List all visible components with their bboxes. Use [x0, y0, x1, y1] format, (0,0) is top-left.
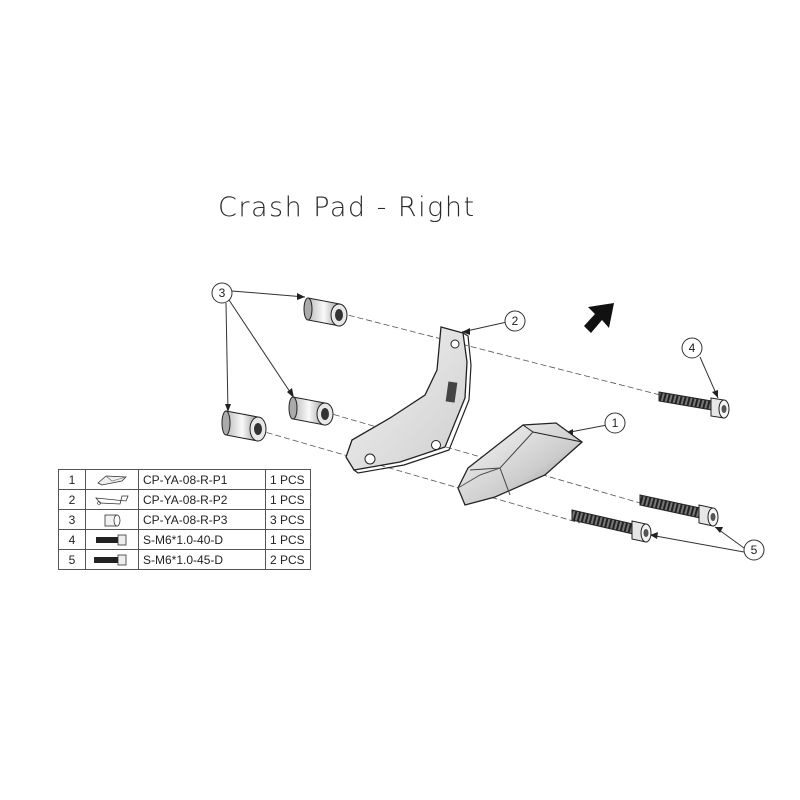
parts-list-table: 1 CP-YA-08-R-P1 1 PCS 2 CP-YA-08-R-P2 1 …: [58, 469, 311, 570]
table-row: 4 S-M6*1.0-40-D 1 PCS: [58, 529, 311, 550]
callout-1: 1: [604, 412, 626, 434]
svg-text:2: 2: [512, 314, 519, 328]
part-index: 3: [58, 509, 86, 530]
callout-3: 3: [211, 282, 233, 304]
svg-text:4: 4: [689, 341, 696, 355]
table-row: 5 S-M6*1.0-45-D 2 PCS: [58, 549, 311, 570]
spacer-part-top: [303, 297, 348, 327]
part-index: 4: [58, 529, 86, 550]
callout-4: 4: [681, 337, 703, 359]
bracket-part: [345, 326, 472, 474]
part-code: CP-YA-08-R-P1: [138, 469, 266, 490]
callout-2: 2: [504, 310, 526, 332]
spacer-part-lower: [221, 410, 267, 442]
part-qty: 3 PCS: [265, 509, 311, 530]
table-row: 3 CP-YA-08-R-P3 3 PCS: [58, 509, 311, 530]
diagram-title: Crash Pad - Right: [218, 192, 476, 223]
bracket-icon: [85, 489, 139, 510]
bolt-40-part: [658, 391, 730, 419]
part-index: 1: [58, 469, 86, 490]
pad-slider-icon: [85, 469, 139, 490]
part-index: 5: [58, 549, 86, 570]
svg-text:5: 5: [751, 543, 758, 557]
bolt-icon: [85, 549, 139, 570]
svg-text:3: 3: [219, 286, 226, 300]
spacer-icon: [85, 509, 139, 530]
part-index: 2: [58, 489, 86, 510]
table-row: 2 CP-YA-08-R-P2 1 PCS: [58, 489, 311, 510]
direction-arrow-icon: [584, 303, 614, 333]
part-qty: 2 PCS: [265, 549, 311, 570]
part-code: S-M6*1.0-45-D: [138, 549, 266, 570]
crash-pad-slider-part: [457, 422, 584, 506]
table-row: 1 CP-YA-08-R-P1 1 PCS: [58, 469, 311, 490]
svg-text:1: 1: [612, 416, 619, 430]
spacer-part-middle: [288, 396, 334, 426]
bolt-icon: [85, 529, 139, 550]
part-code: S-M6*1.0-40-D: [138, 529, 266, 550]
callout-5: 5: [743, 539, 765, 561]
part-code: CP-YA-08-R-P2: [138, 489, 266, 510]
part-qty: 1 PCS: [265, 529, 311, 550]
leader-arrowheads: [225, 293, 723, 539]
part-qty: 1 PCS: [265, 489, 311, 510]
bolt-45-upper-part: [639, 494, 719, 527]
bolt-45-lower-part: [571, 509, 652, 543]
part-code: CP-YA-08-R-P3: [138, 509, 266, 530]
part-qty: 1 PCS: [265, 469, 311, 490]
